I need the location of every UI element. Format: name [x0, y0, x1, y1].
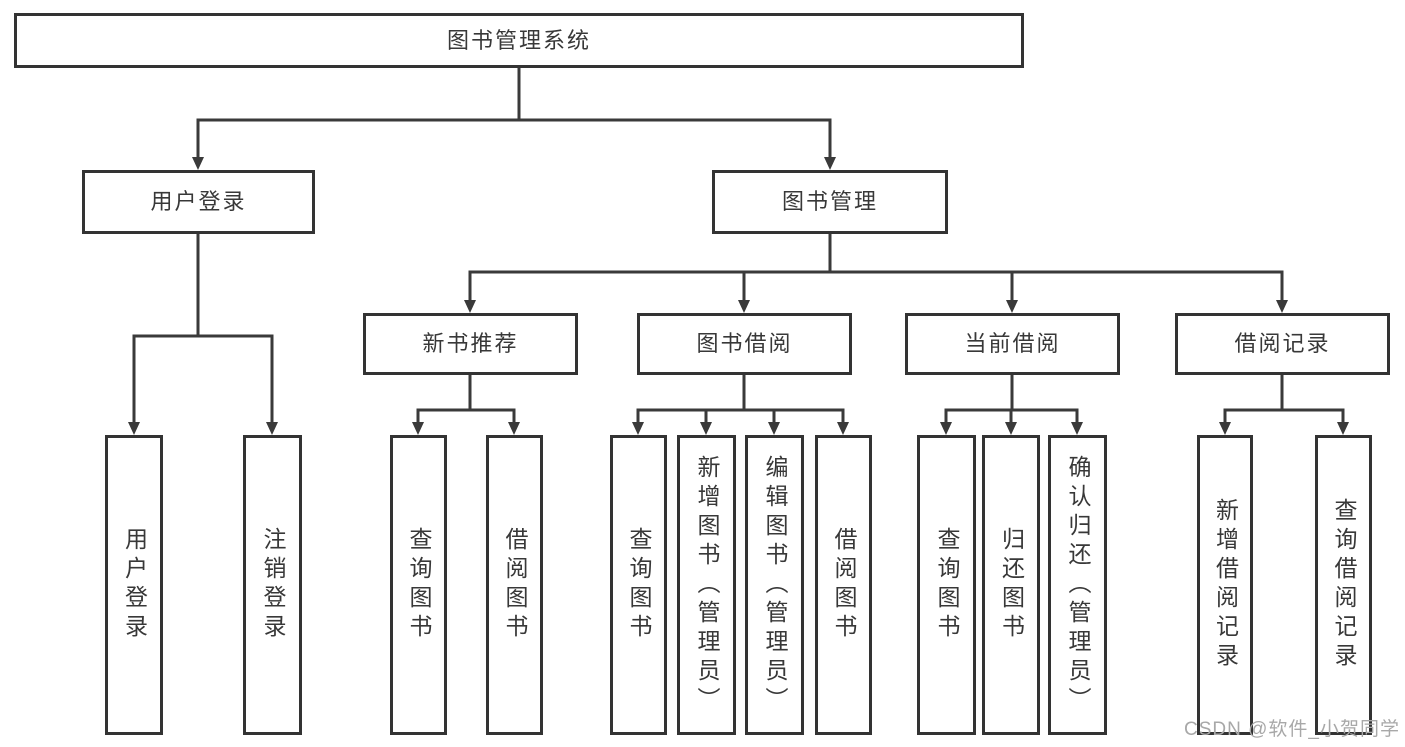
node-current-borrow: 当前借阅	[905, 313, 1120, 375]
node-borrow-book-2: 借阅图书	[815, 435, 872, 735]
node-query-book-3: 查询图书	[917, 435, 976, 735]
arrowhead-icon	[1337, 422, 1349, 435]
node-label-logout: 注销登录	[260, 527, 286, 643]
arrowhead-icon	[632, 422, 644, 435]
arrowhead-icon	[128, 422, 140, 435]
arrowhead-icon	[837, 422, 849, 435]
node-label-book-management: 图书管理	[781, 189, 878, 214]
arrowhead-icon	[1071, 422, 1083, 435]
node-new-book-recommend: 新书推荐	[363, 313, 578, 375]
arrowhead-icon	[266, 422, 278, 435]
arrowhead-icon	[824, 157, 836, 170]
node-return-book: 归还图书	[982, 435, 1040, 735]
node-book-borrow: 图书借阅	[637, 313, 852, 375]
node-logout: 注销登录	[243, 435, 302, 735]
node-label-borrow-records: 借阅记录	[1234, 331, 1331, 356]
node-label-add-borrow-record: 新增借阅记录	[1212, 498, 1239, 672]
node-label-borrow-book-2: 借阅图书	[831, 527, 857, 643]
node-edit-book-admin: 编辑图书（管理员）	[745, 435, 804, 735]
node-label-root: 图书管理系统	[446, 27, 591, 53]
node-label-query-book-1: 查询图书	[406, 527, 432, 643]
node-borrow-records: 借阅记录	[1175, 313, 1390, 375]
node-label-book-borrow: 图书借阅	[696, 331, 793, 356]
node-label-add-book-admin: 新增图书（管理员）	[694, 454, 720, 716]
node-borrow-book-1: 借阅图书	[486, 435, 543, 735]
node-user-login-branch: 用户登录	[82, 170, 315, 234]
node-label-query-book-3: 查询图书	[934, 527, 960, 643]
node-label-current-borrow: 当前借阅	[964, 331, 1061, 356]
csdn-watermark: CSDN @软件_小贺同学	[1184, 719, 1400, 740]
arrowhead-icon	[1005, 422, 1017, 435]
node-root: 图书管理系统	[14, 13, 1024, 68]
node-book-management: 图书管理	[712, 170, 948, 234]
node-add-borrow-record: 新增借阅记录	[1197, 435, 1253, 735]
node-label-borrow-book-1: 借阅图书	[502, 527, 528, 643]
node-label-return-book: 归还图书	[998, 527, 1025, 643]
node-label-edit-book-admin: 编辑图书（管理员）	[762, 454, 788, 716]
node-query-book-1: 查询图书	[390, 435, 447, 735]
node-label-query-book-2: 查询图书	[626, 527, 652, 643]
node-confirm-return-admin: 确认归还（管理员）	[1048, 435, 1107, 735]
node-query-borrow-record: 查询借阅记录	[1315, 435, 1372, 735]
node-label-confirm-return-admin: 确认归还（管理员）	[1065, 454, 1091, 716]
arrowhead-icon	[1006, 300, 1018, 313]
arrowhead-icon	[738, 300, 750, 313]
arrowhead-icon	[940, 422, 952, 435]
arrowhead-icon	[412, 422, 424, 435]
arrowhead-icon	[768, 422, 780, 435]
arrowhead-icon	[700, 422, 712, 435]
node-label-user-login-branch: 用户登录	[150, 189, 247, 214]
node-query-book-2: 查询图书	[610, 435, 667, 735]
arrowhead-icon	[508, 422, 520, 435]
node-label-new-book-recommend: 新书推荐	[422, 331, 519, 356]
node-add-book-admin: 新增图书（管理员）	[677, 435, 736, 735]
node-label-query-borrow-record: 查询借阅记录	[1331, 498, 1357, 672]
arrowhead-icon	[192, 157, 204, 170]
arrowhead-icon	[1219, 422, 1231, 435]
node-label-user-login: 用户登录	[121, 527, 148, 643]
arrowhead-icon	[464, 300, 476, 313]
node-user-login: 用户登录	[105, 435, 163, 735]
arrowhead-icon	[1276, 300, 1288, 313]
